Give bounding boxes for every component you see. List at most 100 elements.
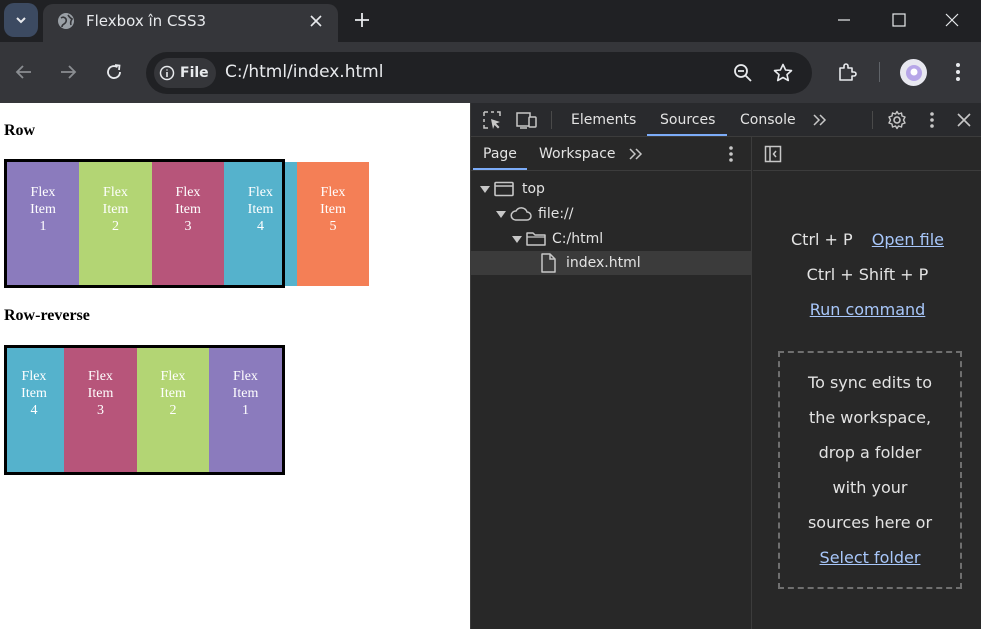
zoom-button[interactable] bbox=[732, 62, 754, 84]
url-text[interactable]: C:/html/index.html bbox=[225, 62, 384, 82]
tree-label-origin: file:// bbox=[538, 206, 574, 222]
dropzone-line: drop a folder bbox=[818, 443, 922, 462]
more-tabs-button[interactable] bbox=[808, 109, 832, 131]
chevron-double-right-icon bbox=[629, 148, 643, 160]
chip-label: File bbox=[180, 65, 209, 81]
inspect-icon bbox=[483, 111, 501, 129]
extensions-button[interactable] bbox=[834, 59, 860, 85]
frame-icon bbox=[494, 181, 514, 197]
tree-item-origin[interactable]: file:// bbox=[471, 202, 752, 226]
browser-tab[interactable]: Flexbox în CSS3 bbox=[43, 4, 338, 42]
kebab-menu-icon bbox=[956, 63, 960, 81]
tab-title: Flexbox în CSS3 bbox=[86, 12, 207, 30]
tree-item-folder[interactable]: C:/html bbox=[471, 227, 752, 251]
tree-label-file: index.html bbox=[566, 255, 641, 271]
bookmark-button[interactable] bbox=[772, 62, 794, 84]
tree-item-top[interactable]: top bbox=[471, 177, 752, 201]
shortcut-run-command: Run command bbox=[753, 300, 981, 319]
run-command-link[interactable]: Run command bbox=[809, 300, 926, 319]
gear-icon bbox=[888, 110, 906, 130]
forward-button[interactable] bbox=[55, 59, 81, 85]
devtools-separator bbox=[551, 111, 552, 129]
sidebar-toggle-icon bbox=[764, 145, 782, 163]
site-info-chip[interactable]: File bbox=[154, 58, 216, 88]
new-tab-button[interactable] bbox=[350, 8, 374, 32]
kebab-menu-icon bbox=[930, 112, 934, 128]
editor-header bbox=[753, 137, 981, 171]
navigator-menu-button[interactable] bbox=[719, 143, 743, 165]
chevron-down-icon bbox=[16, 17, 26, 24]
heading-row-reverse: Row-reverse bbox=[4, 307, 90, 324]
chevron-double-right-icon bbox=[813, 114, 827, 126]
inspect-element-button[interactable] bbox=[480, 109, 504, 131]
close-icon bbox=[310, 15, 322, 27]
device-toolbar-button[interactable] bbox=[515, 109, 539, 131]
tree-label-top: top bbox=[522, 181, 545, 197]
cloud-icon bbox=[510, 207, 532, 221]
address-bar[interactable]: File C:/html/index.html bbox=[146, 52, 812, 94]
sources-editor: Ctrl + P Open file Ctrl + Shift + P Run … bbox=[753, 137, 981, 629]
expand-triangle-icon bbox=[512, 235, 522, 243]
devtools-toolbar: Elements Sources Console bbox=[471, 103, 981, 137]
tab-page[interactable]: Page bbox=[483, 146, 517, 162]
tab-console[interactable]: Console bbox=[740, 112, 796, 128]
device-icon bbox=[516, 112, 537, 129]
shortcut-keys: Ctrl + P bbox=[791, 230, 853, 249]
maximize-icon bbox=[892, 13, 906, 27]
tab-sources[interactable]: Sources bbox=[660, 112, 716, 128]
row-flex-container bbox=[4, 159, 285, 288]
profile-avatar[interactable] bbox=[900, 59, 927, 86]
open-file-link[interactable]: Open file bbox=[871, 230, 944, 249]
devtools-menu-button[interactable] bbox=[920, 109, 944, 131]
toggle-navigator-button[interactable] bbox=[761, 143, 785, 165]
tab-elements[interactable]: Elements bbox=[571, 112, 637, 128]
page-tab-indicator bbox=[473, 168, 527, 170]
select-folder-link[interactable]: Select folder bbox=[819, 548, 921, 567]
browser-menu-button[interactable] bbox=[945, 59, 971, 85]
kebab-menu-icon bbox=[729, 146, 733, 162]
active-tab-indicator bbox=[647, 134, 727, 136]
puzzle-icon bbox=[839, 63, 857, 81]
navigator-header: Page Workspace bbox=[471, 137, 752, 171]
window-close-button[interactable] bbox=[923, 0, 981, 40]
close-icon bbox=[945, 13, 959, 27]
dropzone-line: with your bbox=[832, 478, 908, 497]
info-icon bbox=[159, 65, 175, 81]
maximize-button[interactable] bbox=[870, 0, 928, 40]
devtools-separator-2 bbox=[872, 111, 873, 129]
shortcut-open-file: Ctrl + P Open file bbox=[753, 230, 981, 249]
tab-search-button[interactable] bbox=[4, 3, 38, 37]
tab-workspace[interactable]: Workspace bbox=[539, 146, 616, 162]
minimize-icon bbox=[838, 19, 850, 21]
more-nav-tabs-button[interactable] bbox=[624, 143, 648, 165]
back-button[interactable] bbox=[11, 59, 37, 85]
devtools-close-button[interactable] bbox=[952, 109, 976, 131]
row-reverse-flex-container bbox=[4, 345, 285, 475]
tab-strip: Flexbox în CSS3 bbox=[0, 0, 981, 42]
sources-navigator: Page Workspace top file:// C:/html bbox=[471, 137, 752, 629]
reload-button[interactable] bbox=[101, 59, 127, 85]
tab-close-button[interactable] bbox=[305, 10, 327, 32]
dropzone-line: sources here or bbox=[807, 513, 933, 532]
tree-item-file[interactable]: index.html bbox=[471, 251, 752, 275]
toolbar-separator bbox=[879, 62, 880, 82]
settings-button[interactable] bbox=[885, 109, 909, 131]
devtools-panel: Elements Sources Console Page Workspace bbox=[470, 103, 981, 629]
globe-icon bbox=[58, 13, 74, 29]
workspace-drop-zone[interactable]: To sync edits to the workspace, drop a f… bbox=[778, 351, 962, 589]
dropzone-line: the workspace, bbox=[808, 408, 932, 427]
shortcut-run-command-keys: Ctrl + Shift + P bbox=[806, 265, 929, 284]
avatar-icon bbox=[905, 64, 922, 81]
file-icon bbox=[541, 253, 556, 273]
minimize-button[interactable] bbox=[815, 0, 873, 40]
arrow-left-icon bbox=[15, 65, 31, 79]
close-icon bbox=[957, 113, 971, 127]
